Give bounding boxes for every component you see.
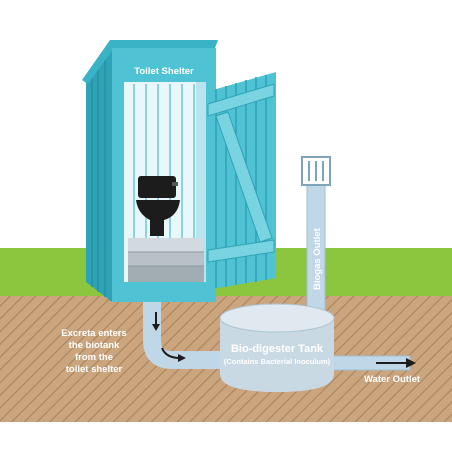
arrow-curve-icon	[161, 347, 181, 359]
excreta-label: Excreta enters the biotank from the toil…	[61, 328, 126, 375]
water-outlet-label: Water Outlet	[364, 374, 421, 385]
shelter-label: Toilet Shelter	[134, 66, 194, 77]
toilet-shelter	[82, 40, 218, 302]
inlet-pipe	[143, 302, 222, 369]
water-outlet-pipe	[329, 355, 416, 371]
shelter-side-wall	[86, 45, 112, 302]
toilet-icon	[136, 176, 180, 236]
excreta-line-3: from the	[75, 352, 113, 363]
excreta-line-4: toilet shelter	[66, 364, 123, 375]
arrow-right-icon	[406, 358, 416, 368]
biodigester-tank	[219, 303, 335, 392]
biogas-outlet-pipe	[301, 156, 331, 317]
biogas-outlet-label: Biogas Outlet	[312, 227, 323, 290]
shelter-roof	[82, 40, 218, 84]
tank-title: Bio-digester Tank	[231, 343, 324, 355]
tank-subtitle: (Contains Bacterial Inoculum)	[224, 357, 331, 366]
excreta-line-2: the biotank	[69, 340, 120, 351]
excreta-line-1: Excreta enters	[61, 328, 126, 339]
shelter-label-band	[120, 58, 208, 80]
shelter-door	[206, 72, 276, 290]
shelter-steps	[128, 238, 204, 282]
